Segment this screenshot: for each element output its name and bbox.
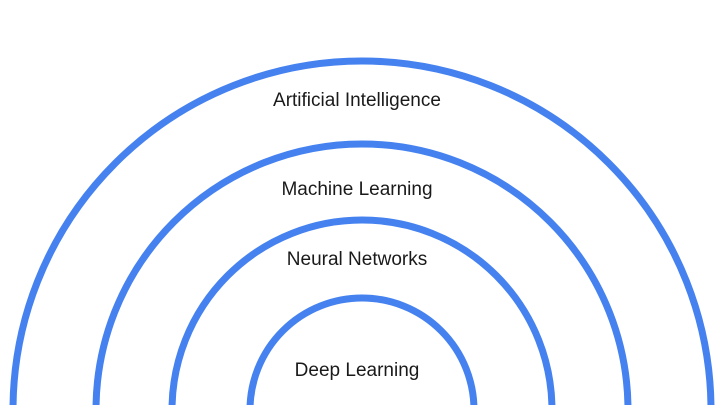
arc-machine-learning xyxy=(92,140,632,405)
arc-artificial-intelligence xyxy=(9,57,715,405)
label-neural-networks: Neural Networks xyxy=(287,249,427,270)
label-deep-learning: Deep Learning xyxy=(295,360,420,381)
label-machine-learning: Machine Learning xyxy=(281,179,432,200)
arc-deep-learning xyxy=(246,294,478,405)
arc-neural-networks xyxy=(168,216,556,405)
label-artificial-intelligence: Artificial Intelligence xyxy=(273,90,441,111)
